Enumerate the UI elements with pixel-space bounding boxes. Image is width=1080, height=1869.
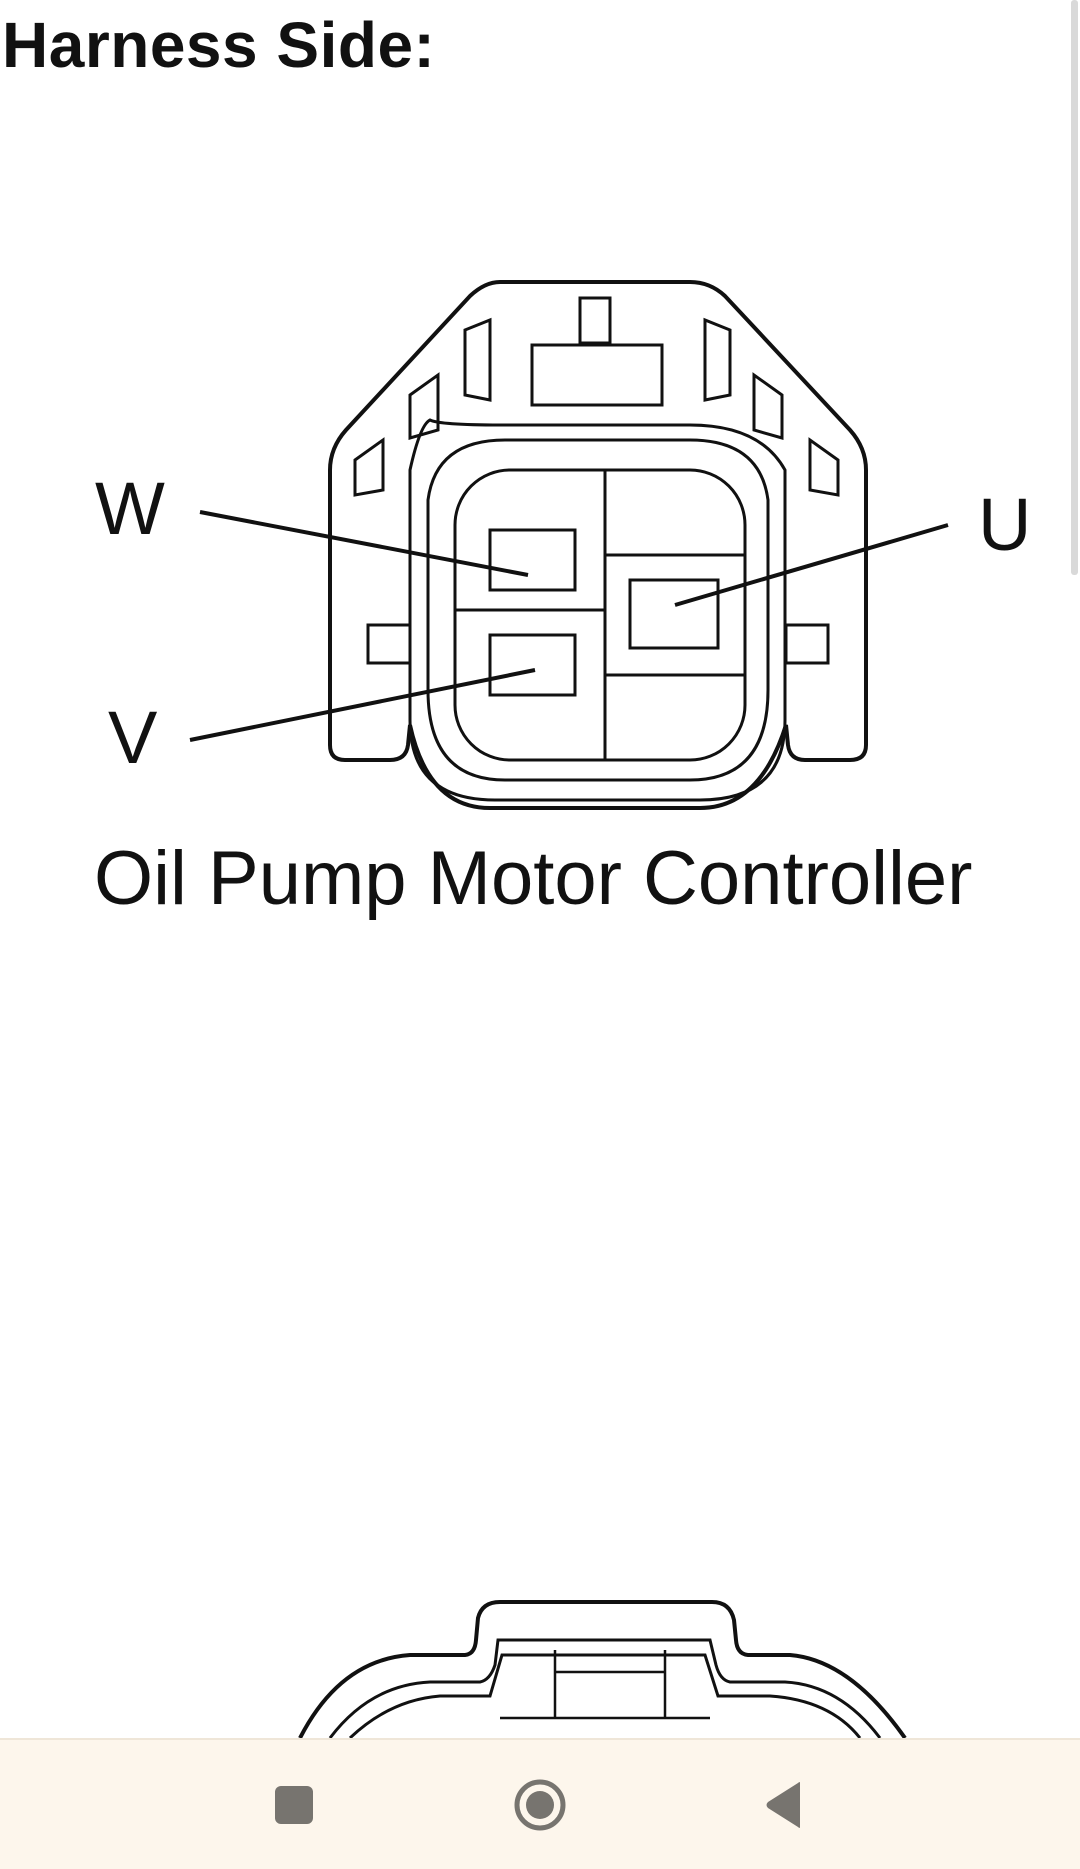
pin-label-v: V <box>108 696 158 779</box>
connector-second-view <box>298 1600 907 1738</box>
section-heading: Harness Side: <box>2 9 436 81</box>
connector-caption: Oil Pump Motor Controller <box>94 836 973 921</box>
connector-front-view <box>328 280 868 810</box>
recents-square-icon[interactable] <box>273 1784 315 1826</box>
home-circle-icon[interactable] <box>513 1778 567 1832</box>
scrollbar[interactable] <box>1071 0 1078 575</box>
back-triangle-icon[interactable] <box>762 1780 806 1830</box>
connector-diagram <box>189 280 949 1738</box>
system-nav-bar <box>0 1738 1080 1869</box>
pin-label-u: U <box>978 483 1032 566</box>
pin-leader-lines <box>189 510 949 742</box>
pin-label-w: W <box>95 467 165 550</box>
